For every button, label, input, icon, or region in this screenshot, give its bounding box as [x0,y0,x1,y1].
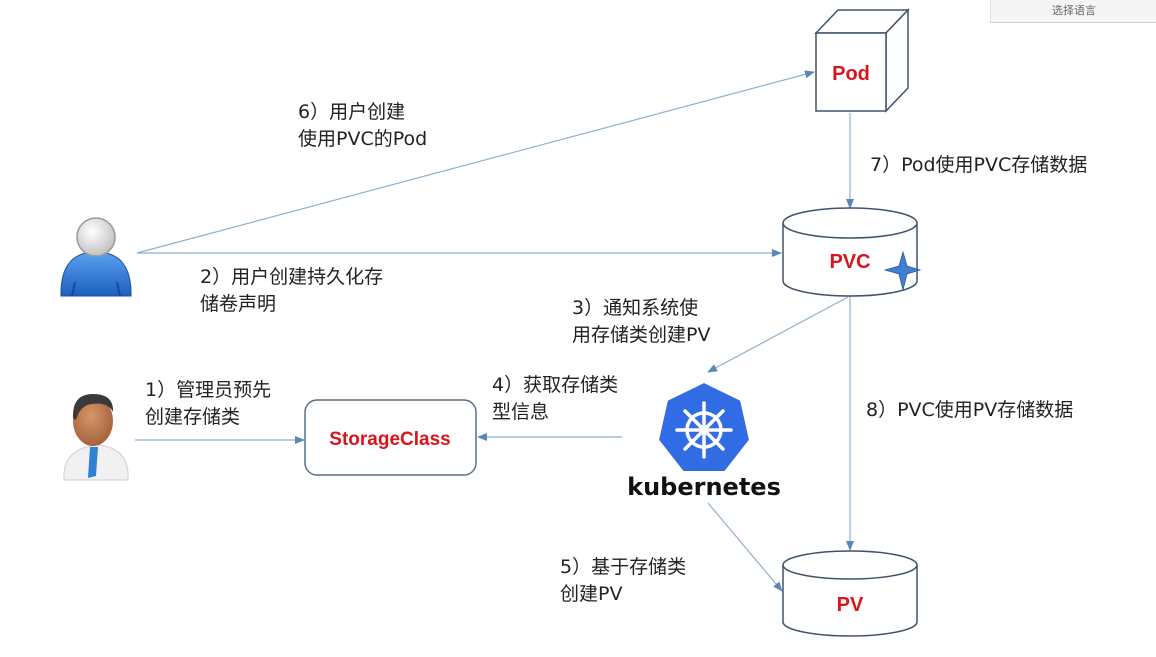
pvc-label: PVC [829,251,870,273]
storageclass-label: StorageClass [329,429,450,450]
step-3-label: 3）通知系统使 用存储类创建PV [572,295,710,349]
step-2-line-2: 储卷声明 [200,293,277,315]
step-5-line-2: 创建PV [560,583,623,605]
step-6-line-1: 6）用户创建 [298,101,406,123]
arrow-user-to-pod [136,70,815,254]
step-5-line-1: 5）基于存储类 [560,556,687,578]
arrow-k8s-to-pv [707,502,783,592]
step-4-line-1: 4）获取存储类 [492,374,619,396]
step-2-label: 2）用户创建持久化存 储卷声明 [200,264,383,318]
step-3-line-2: 用存储类创建PV [572,324,711,346]
step-7-line-1: 7）Pod使用PVC存储数据 [870,154,1088,176]
step-6-label: 6）用户创建 使用PVC的Pod [298,99,427,153]
step-1-label: 1）管理员预先 创建存储类 [145,377,271,431]
step-7-label: 7）Pod使用PVC存储数据 [870,152,1087,179]
step-6-line-2: 使用PVC的Pod [298,128,428,150]
arrow-pvc-to-k8s [707,296,849,373]
kubernetes-wordmark: kubernetes [627,473,781,501]
step-8-line-1: 8）PVC使用PV存储数据 [866,399,1074,421]
pv-node: PV [782,550,918,637]
pvc-node: PVC [782,207,922,297]
pv-label: PV [837,594,864,616]
step-5-label: 5）基于存储类 创建PV [560,554,686,608]
kubernetes-logo: kubernetes [627,380,781,501]
storageclass-node: StorageClass [304,399,477,476]
step-1-line-2: 创建存储类 [145,406,241,428]
step-2-line-1: 2）用户创建持久化存 [200,266,384,288]
step-1-line-1: 1）管理员预先 [145,379,272,401]
step-4-label: 4）获取存储类 型信息 [492,372,618,426]
step-4-line-2: 型信息 [492,401,550,423]
language-select-button[interactable]: 选择语言 [990,0,1156,23]
step-8-label: 8）PVC使用PV存储数据 [866,397,1073,424]
step-3-line-1: 3）通知系统使 [572,297,699,319]
admin-icon [63,394,129,481]
sparkle-icon [883,250,922,291]
pod-label: Pod [832,63,870,85]
pod-node: Pod [814,8,910,113]
arrows [135,70,854,592]
user-icon [60,217,132,297]
